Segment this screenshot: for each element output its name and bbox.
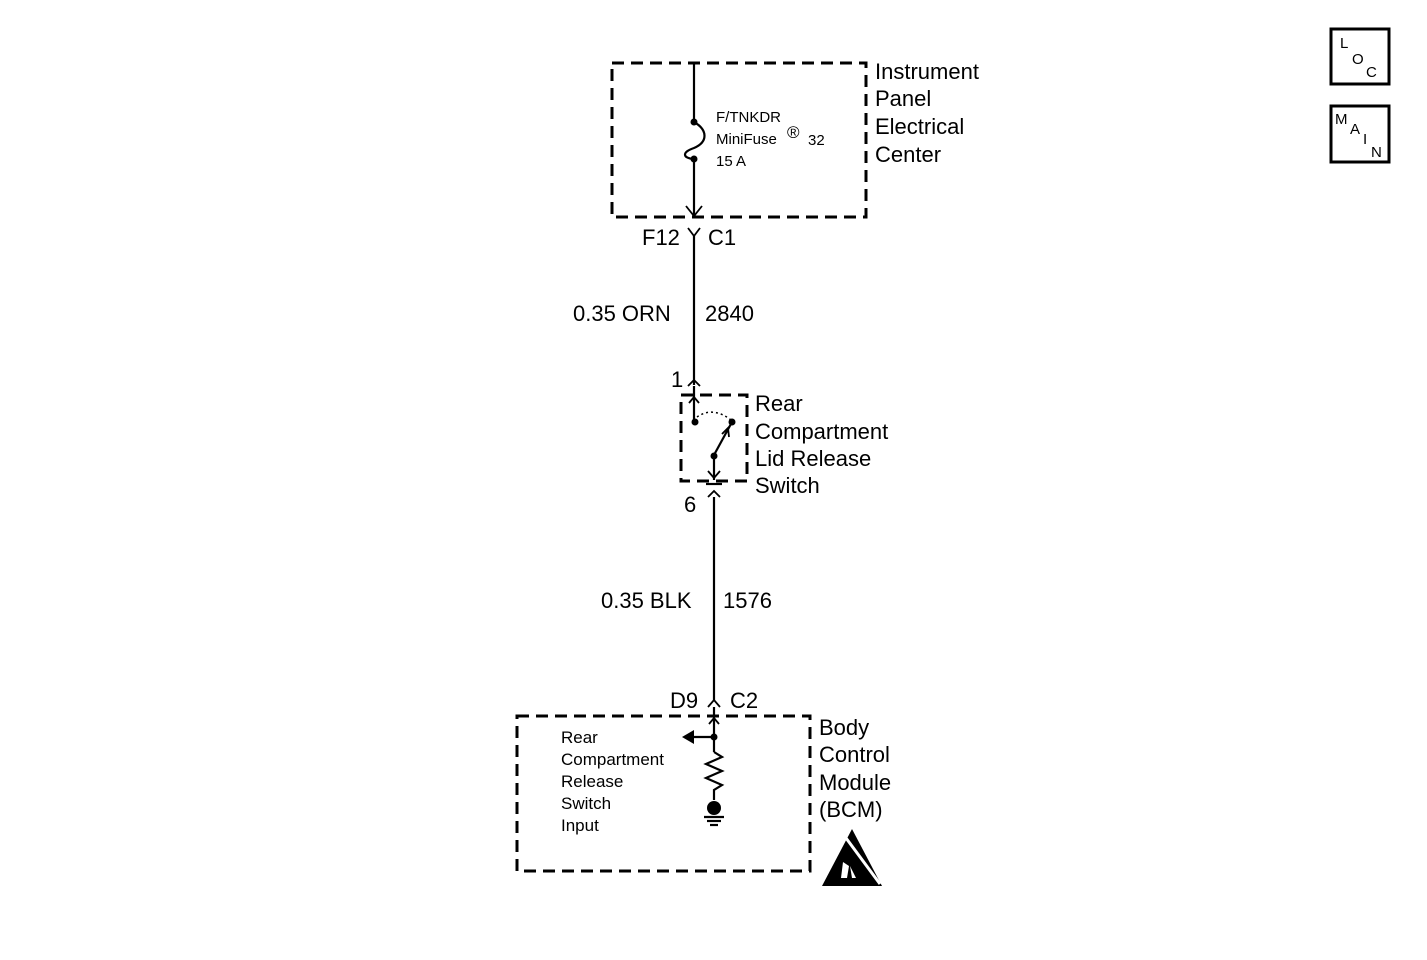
loc-button[interactable]: L O C bbox=[1329, 27, 1391, 86]
ipec-label-line1: Instrument bbox=[875, 59, 979, 84]
ipec-label-line2: Panel bbox=[875, 86, 931, 111]
ipec-label-line3: Electrical bbox=[875, 114, 964, 139]
ipec-pin-label: F12 bbox=[642, 225, 680, 250]
bcm-input-line2: Compartment bbox=[561, 750, 664, 769]
fuse-rating: 15 A bbox=[716, 153, 746, 170]
main-letter-i: I bbox=[1363, 131, 1367, 148]
bcm-label-line2: Control bbox=[819, 742, 890, 767]
wire1-spec: 0.35 ORN bbox=[573, 301, 671, 326]
bcm-label-line4: (BCM) bbox=[819, 797, 883, 822]
switch-pin-bottom: 6 bbox=[684, 492, 696, 517]
loc-letter-c: C bbox=[1366, 64, 1377, 81]
connector-c2: D9 C2 bbox=[670, 688, 758, 713]
wire-2840: 0.35 ORN 2840 bbox=[573, 236, 754, 385]
ipec-label-line4: Center bbox=[875, 142, 941, 167]
main-letter-m: M bbox=[1335, 111, 1348, 128]
ipec-connector-label: C1 bbox=[708, 225, 736, 250]
main-button[interactable]: M A I N bbox=[1329, 104, 1391, 164]
input-arrow bbox=[682, 730, 694, 744]
fuse-number: 32 bbox=[808, 132, 825, 149]
fuse-name: F/TNKDR bbox=[716, 109, 781, 126]
switch-label-line1: Rear bbox=[755, 391, 803, 416]
loc-letter-l: L bbox=[1340, 35, 1348, 52]
ground-icon bbox=[704, 815, 724, 827]
bcm-label-line3: Module bbox=[819, 770, 891, 795]
esd-warning-icon bbox=[822, 829, 882, 886]
fuse-registered-mark: ® bbox=[787, 123, 800, 142]
bcm-input-line5: Input bbox=[561, 816, 599, 835]
switch-dotted-link bbox=[696, 411, 732, 421]
switch-pin-top: 1 bbox=[671, 367, 683, 392]
fuse-symbol bbox=[683, 121, 706, 161]
wire2-circuit: 1576 bbox=[723, 588, 772, 613]
main-letter-n: N bbox=[1371, 144, 1382, 161]
switch-label-line3: Lid Release bbox=[755, 446, 871, 471]
ground-node bbox=[707, 801, 721, 815]
ipec-boundary bbox=[610, 61, 868, 219]
switch-label-line4: Switch bbox=[755, 473, 820, 498]
wire2-spec: 0.35 BLK bbox=[601, 588, 692, 613]
wire-1576: 0.35 BLK 1576 bbox=[601, 497, 772, 700]
bcm-component: Rear Compartment Release Switch Input Bo… bbox=[515, 707, 891, 886]
bcm-boundary bbox=[515, 714, 812, 873]
bcm-connector-label: C2 bbox=[730, 688, 758, 713]
switch-label-line2: Compartment bbox=[755, 419, 888, 444]
main-letter-a: A bbox=[1350, 121, 1360, 138]
bcm-pin-label: D9 bbox=[670, 688, 698, 713]
bcm-label-line1: Body bbox=[819, 715, 869, 740]
fuse-type: MiniFuse bbox=[716, 131, 777, 148]
loc-letter-o: O bbox=[1352, 51, 1364, 68]
pull-down-resistor bbox=[703, 751, 725, 800]
connector-c1: F12 C1 bbox=[642, 225, 736, 250]
wire1-circuit: 2840 bbox=[705, 301, 754, 326]
bcm-input-line3: Release bbox=[561, 772, 623, 791]
bcm-input-line4: Switch bbox=[561, 794, 611, 813]
bcm-input-line1: Rear bbox=[561, 728, 598, 747]
rear-compartment-switch: 1 Rear Compartment Lid Release Switch 6 bbox=[671, 367, 888, 517]
ipec-component: F/TNKDR MiniFuse ® 32 15 A Instrument Pa… bbox=[610, 59, 979, 219]
